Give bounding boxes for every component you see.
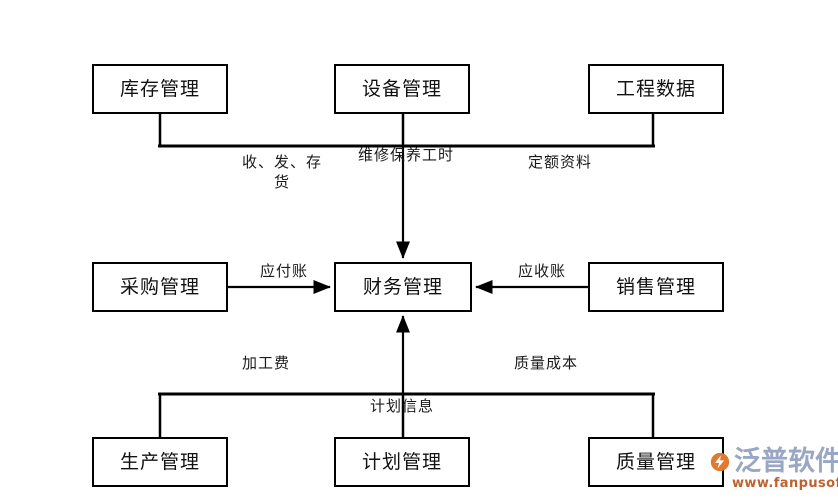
node-planning[interactable]: 计划管理 bbox=[334, 437, 470, 487]
edge-label-quota-data: 定额资料 bbox=[527, 153, 592, 171]
node-finance[interactable]: 财务管理 bbox=[334, 262, 472, 312]
node-quality[interactable]: 质量管理 bbox=[588, 437, 724, 487]
node-sales[interactable]: 销售管理 bbox=[588, 262, 724, 312]
node-equipment[interactable]: 设备管理 bbox=[334, 64, 470, 114]
edge-label-accounts-receivable: 应收账 bbox=[517, 262, 566, 280]
edge-label-plan-info: 计划信息 bbox=[369, 397, 434, 415]
edge-label-quality-cost: 质量成本 bbox=[513, 354, 578, 372]
node-engineering-data[interactable]: 工程数据 bbox=[588, 64, 724, 114]
node-production[interactable]: 生产管理 bbox=[92, 437, 228, 487]
edge-label-receive-issue-stock: 收、发、存 货 bbox=[241, 153, 322, 192]
edge-label-maintenance-hours: 维修保养工时 bbox=[357, 146, 454, 164]
node-inventory[interactable]: 库存管理 bbox=[92, 64, 228, 114]
edge-label-accounts-payable: 应付账 bbox=[259, 262, 308, 280]
edge-label-processing-fee: 加工费 bbox=[241, 354, 290, 372]
node-purchasing[interactable]: 采购管理 bbox=[92, 262, 228, 312]
